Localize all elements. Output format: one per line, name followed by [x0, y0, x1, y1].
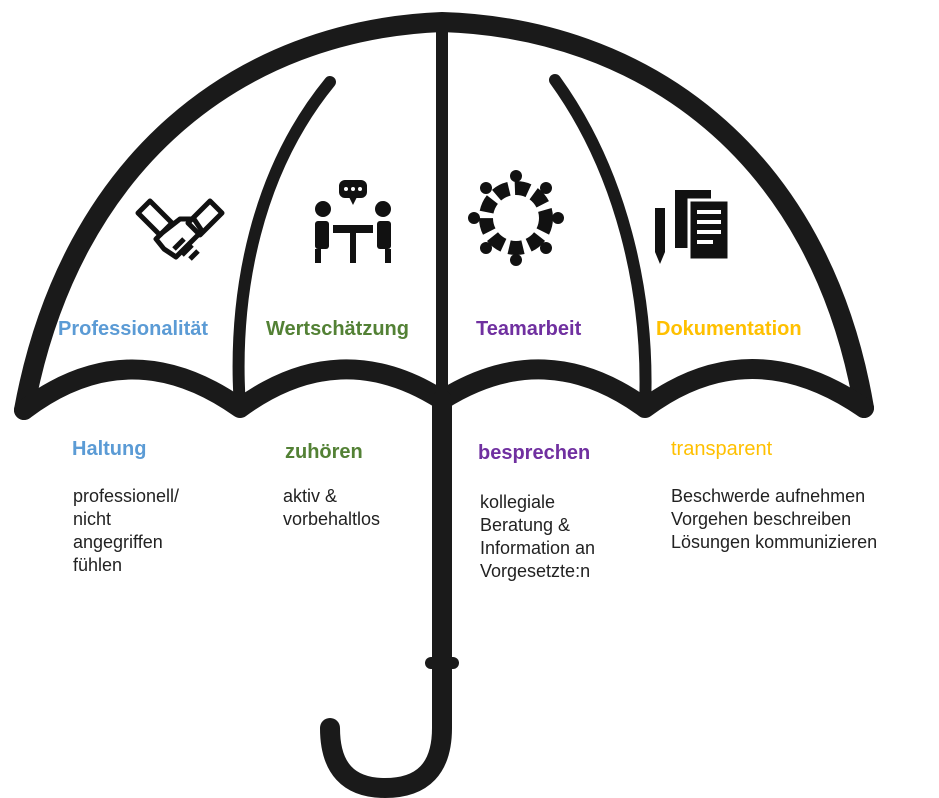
description-line: angegriffen: [73, 532, 163, 552]
canopy-rib-left: [232, 76, 336, 414]
canopy-rib-right: [549, 74, 652, 414]
description-line: Information an: [480, 538, 596, 558]
description-line: professionell/: [73, 486, 180, 506]
description-line: aktiv &: [283, 486, 338, 506]
keyword-haltung: Haltung: [72, 438, 147, 460]
description-line: Beratung &: [480, 515, 571, 535]
description-dokumentation: Beschwerde aufnehmen Vorgehen beschreibe…: [671, 485, 877, 554]
description-professionalitaet: professionell/ nicht angegriffen fühlen: [73, 485, 179, 577]
section-title-teamarbeit: Teamarbeit: [476, 318, 582, 340]
keyword-transparent: transparent: [671, 438, 773, 460]
handle-ring: [425, 657, 459, 669]
description-line: Beschwerde aufnehmen: [671, 486, 866, 506]
description-line: kollegiale: [480, 492, 556, 512]
meeting-icon: [315, 180, 391, 263]
section-title-wertschaetzung: Wertschätzung: [266, 318, 409, 340]
description-line: nicht: [73, 509, 112, 529]
team-circle-icon: [468, 170, 564, 266]
keyword-zuhoeren: zuhören: [285, 441, 363, 463]
description-line: vorbehaltlos: [283, 509, 381, 529]
description-line: Lösungen kommunizieren: [671, 532, 878, 552]
keyword-besprechen: besprechen: [478, 442, 591, 464]
description-teamarbeit: kollegiale Beratung & Information an Vor…: [480, 491, 595, 583]
section-title-professionalitaet: Professionalität: [58, 318, 209, 340]
section-title-dokumentation: Dokumentation: [656, 318, 802, 340]
documents-icon: [655, 190, 731, 264]
description-line: Vorgesetzte:n: [480, 561, 591, 581]
description-wertschaetzung: aktiv & vorbehaltlos: [283, 485, 380, 531]
handshake-icon: [135, 198, 225, 261]
description-line: Vorgehen beschreiben: [671, 509, 852, 529]
umbrella-shaft: [320, 390, 452, 798]
description-line: fühlen: [73, 555, 123, 575]
